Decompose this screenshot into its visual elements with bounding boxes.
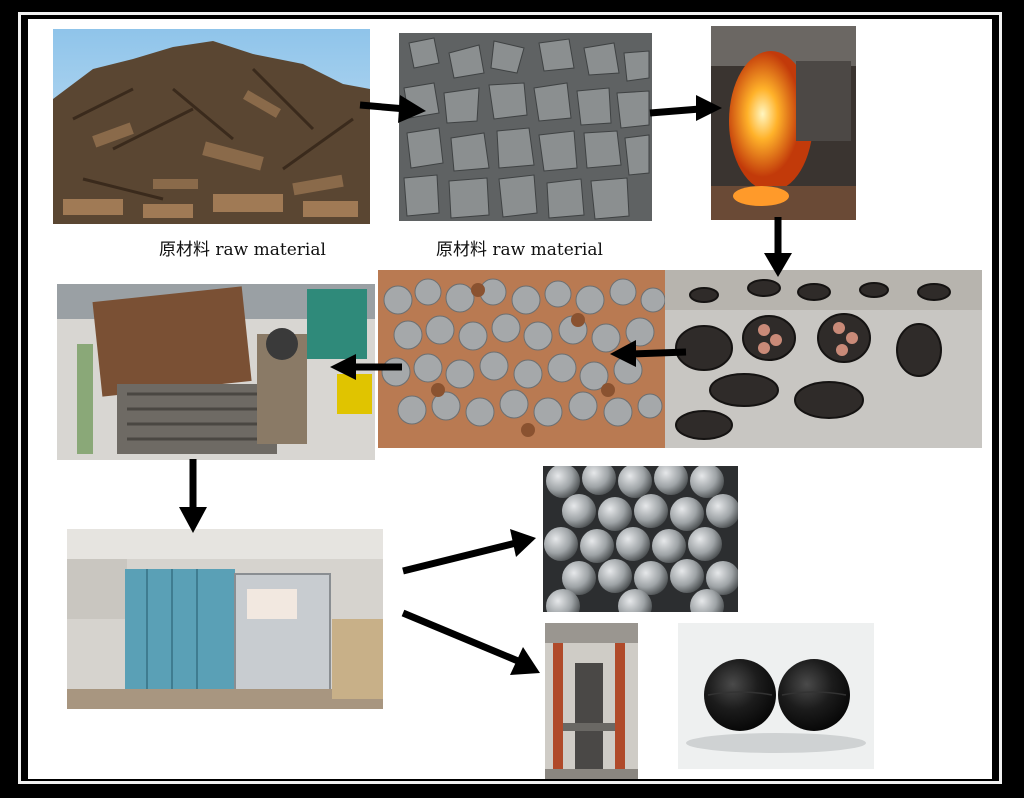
raw-material-caption-1: 原材料 raw material <box>159 240 326 260</box>
raw-material-caption-2: 原材料 raw material <box>436 240 603 260</box>
arrow-smelting-to-molds <box>764 217 792 277</box>
smelting-photo <box>711 26 856 220</box>
outer-frame <box>18 12 1002 784</box>
finished-balls-photo <box>543 466 738 612</box>
process-diagram: 原材料 raw material 原材料 raw material <box>28 19 992 779</box>
quenching-line-photo <box>545 623 638 779</box>
arrow-grinder-to-furnace <box>179 459 207 533</box>
cast-balls-photo <box>378 270 665 448</box>
molds-photo <box>664 270 982 448</box>
ferro-alloy-photo <box>399 33 652 221</box>
grinding-machine-photo <box>57 284 375 460</box>
black-balls-photo <box>678 623 874 769</box>
scrap-steel-photo <box>53 29 370 224</box>
heat-treatment-furnace-photo <box>67 529 383 709</box>
arrow-furnace-to-finished-balls <box>402 529 536 575</box>
arrow-furnace-to-quenching <box>401 609 540 675</box>
